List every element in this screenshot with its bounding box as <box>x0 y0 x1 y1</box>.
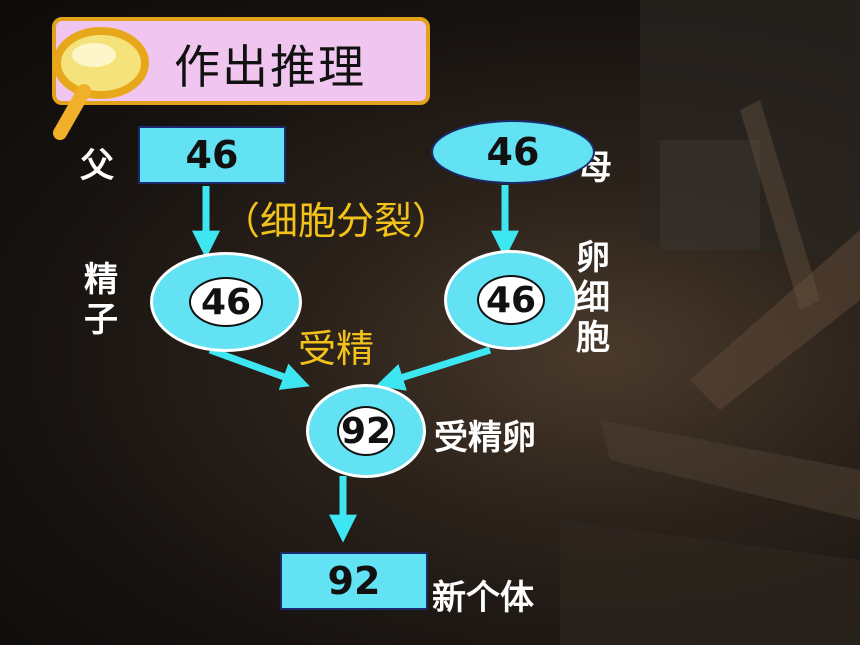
zygote-count: 92 <box>340 410 392 452</box>
sperm-count: 46 <box>200 281 252 323</box>
egg-count: 46 <box>485 279 537 321</box>
node-egg: 46 <box>444 250 578 350</box>
arrow-egg-to-zygote <box>375 346 492 391</box>
father-count: 46 <box>185 133 239 177</box>
node-father: 46 <box>138 126 286 184</box>
node-zygote: 92 <box>306 384 426 478</box>
label-fertilization: 受精 <box>298 327 375 371</box>
egg-count-circle: 46 <box>477 275 545 325</box>
individual-count: 92 <box>327 559 381 603</box>
mother-count: 46 <box>486 130 540 174</box>
label-zygote: 受精卵 <box>434 418 536 458</box>
label-father: 父 <box>80 146 114 186</box>
page-title: 作出推理 <box>174 40 366 94</box>
sperm-count-circle: 46 <box>189 277 263 327</box>
title-box: 作出推理 <box>52 17 430 140</box>
label-new-individual: 新个体 <box>432 578 534 618</box>
zygote-count-circle: 92 <box>337 406 395 456</box>
arrow-sperm-to-zygote <box>208 346 310 390</box>
magnifier-icon <box>53 27 149 140</box>
node-mother: 46 <box>431 120 595 184</box>
node-sperm: 46 <box>150 252 302 352</box>
label-egg: 卵细胞 <box>576 238 610 358</box>
label-sperm: 精子 <box>84 260 118 340</box>
label-cell-division: （细胞分裂） <box>222 199 451 243</box>
node-new-individual: 92 <box>280 552 428 610</box>
